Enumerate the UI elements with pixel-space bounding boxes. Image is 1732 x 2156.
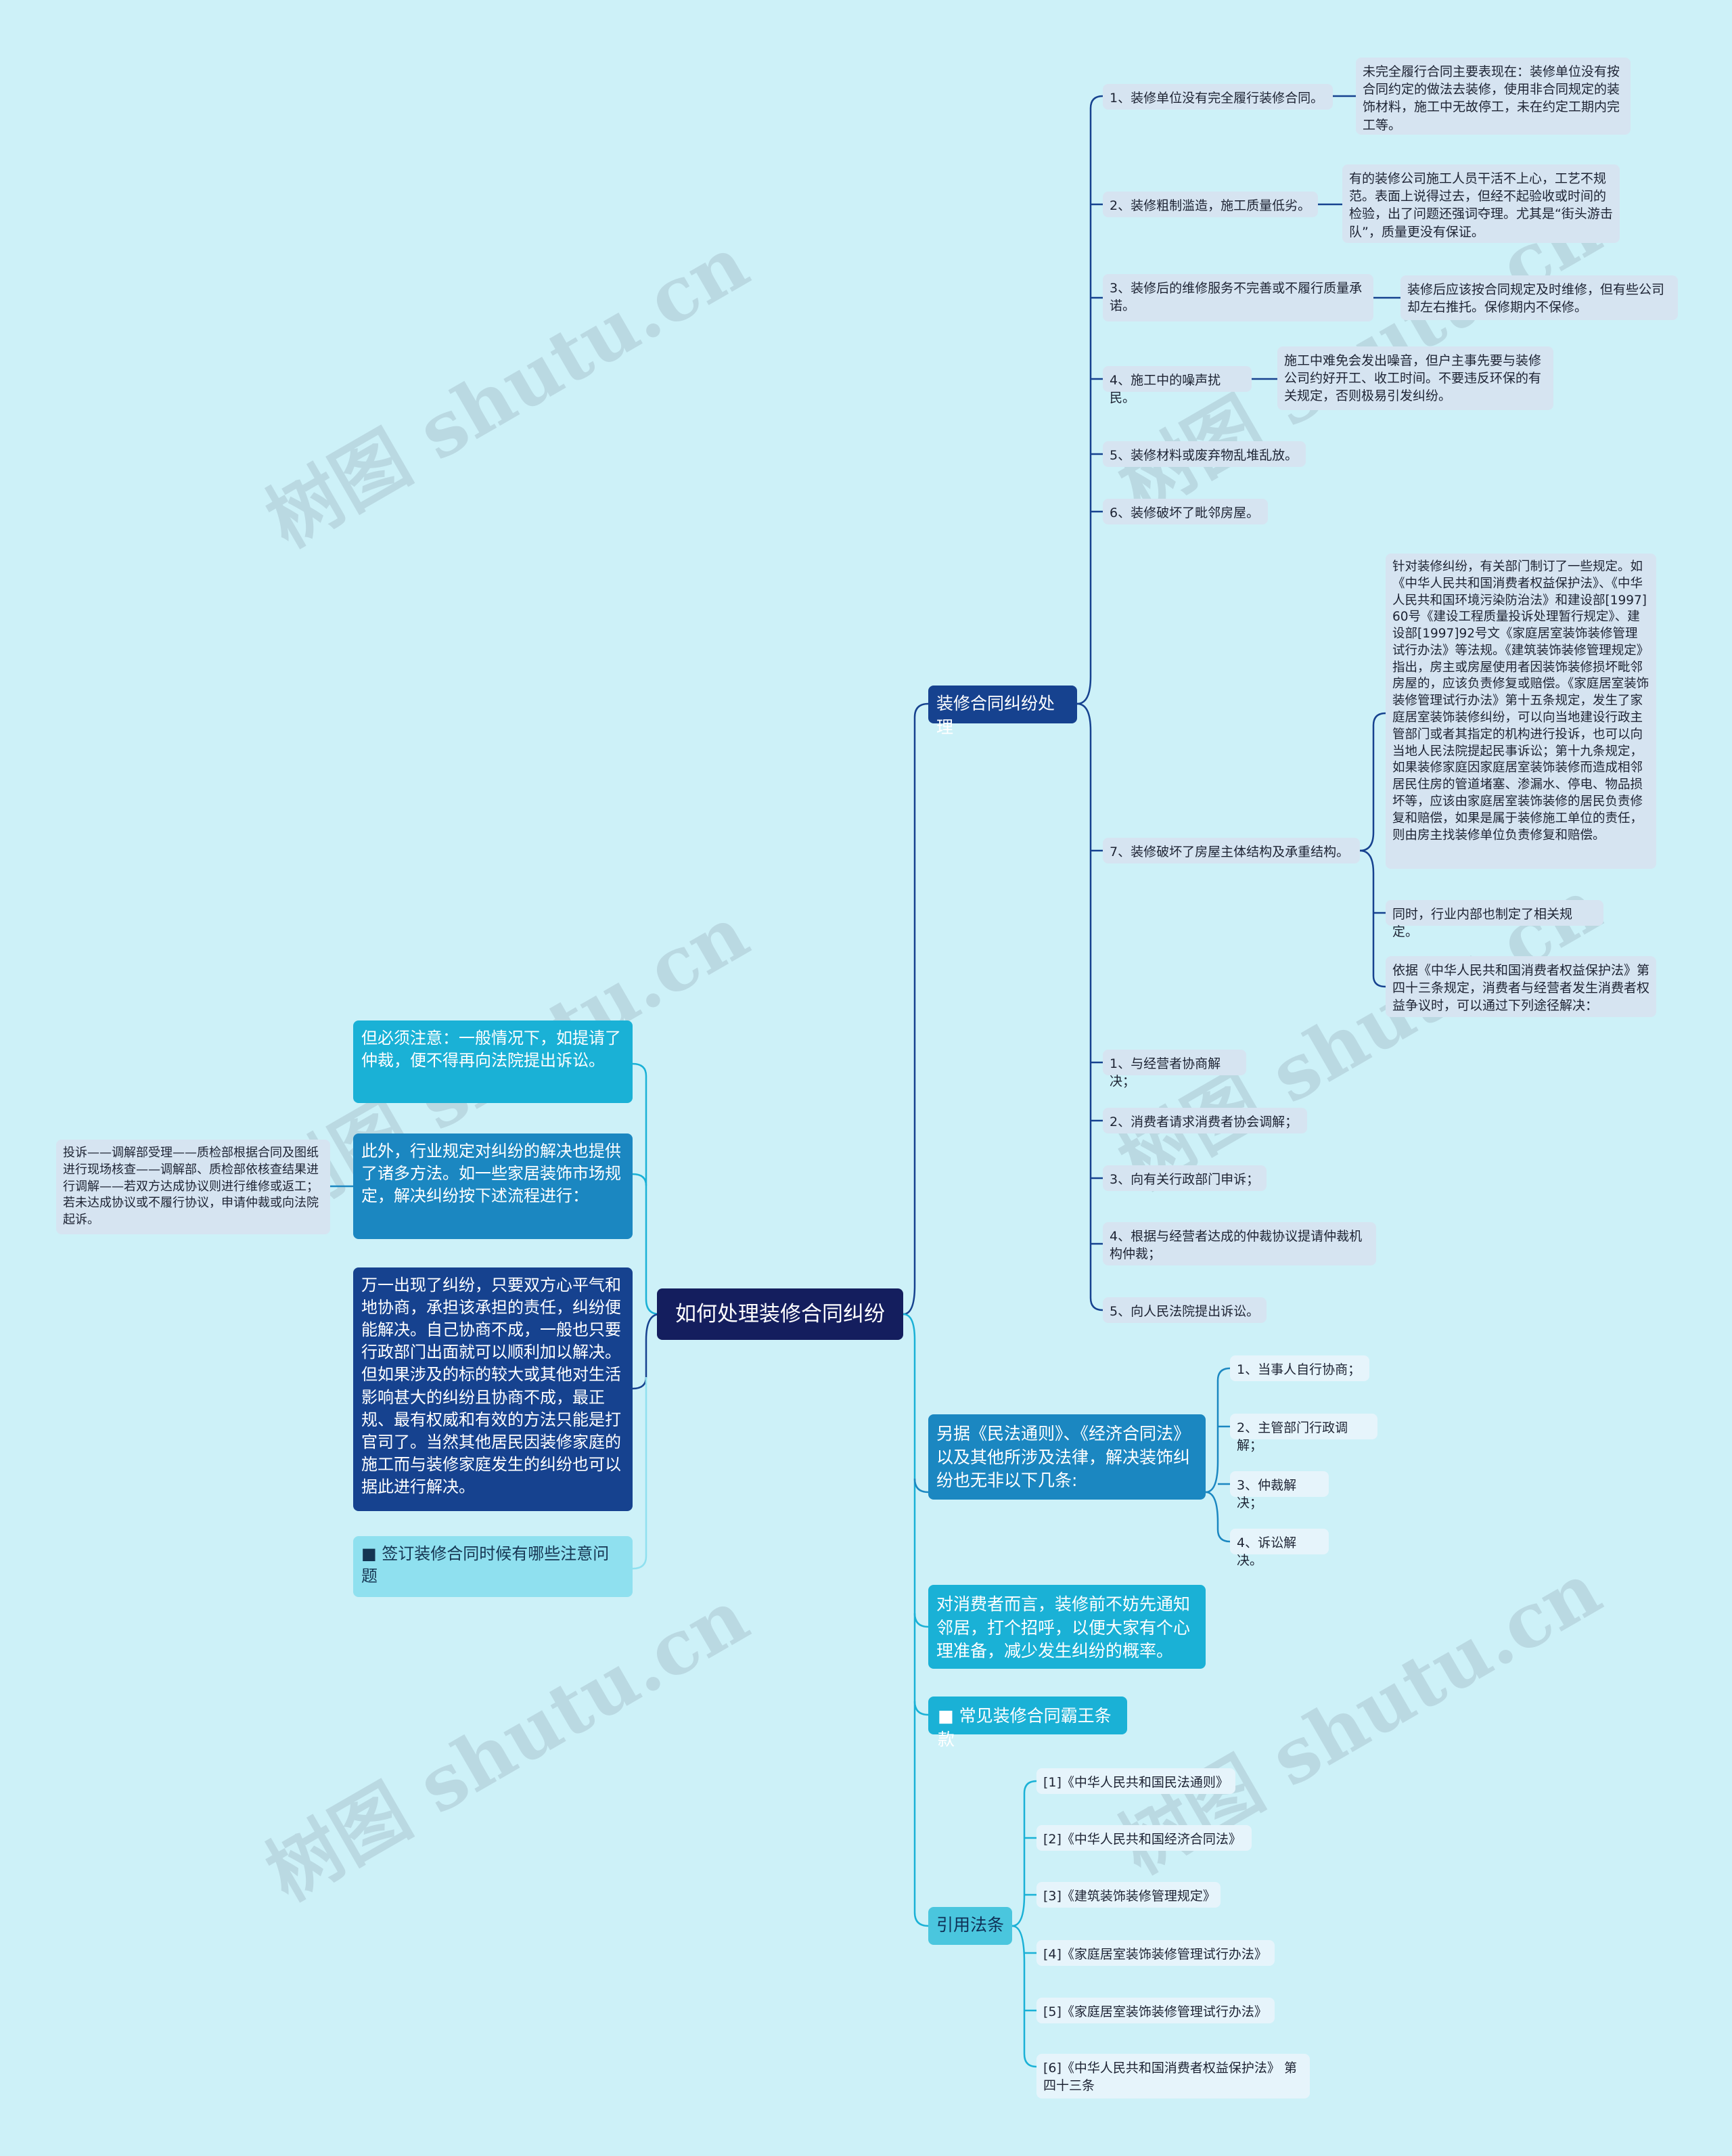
citation-item-5[interactable]: [5]《家庭居室装饰装修管理试行办法》 bbox=[1036, 1998, 1275, 2023]
dispute-item-10[interactable]: 3、向有关行政部门申诉； bbox=[1103, 1165, 1267, 1191]
citation-item-4[interactable]: [4]《家庭居室装饰装修管理试行办法》 bbox=[1036, 1940, 1275, 1966]
link-dispute-items bbox=[1076, 95, 1103, 705]
citation-item-6[interactable]: [6]《中华人民共和国消费者权益保护法》 第四十三条 bbox=[1036, 2054, 1310, 2098]
branch-overlord-clause[interactable]: ■ 常见装修合同霸王条款 bbox=[928, 1697, 1127, 1749]
dispute-item-5[interactable]: 5、装修材料或废弃物乱堆乱放。 bbox=[1103, 441, 1306, 467]
link-root-lower bbox=[903, 1313, 929, 1927]
civil-item-1[interactable]: 1、当事人自行协商； bbox=[1230, 1355, 1369, 1381]
link-root-left bbox=[632, 1062, 660, 1316]
dispute-detail-3[interactable]: 装修后应该按合同规定及时维修，但有些公司却左右推托。保修期内不保修。 bbox=[1400, 275, 1678, 320]
dispute-detail-4[interactable]: 施工中难免会发出噪音，但户主事先要与装修公司约好开工、收工时间。不要违反环保的有… bbox=[1277, 346, 1553, 410]
dispute-item-7[interactable]: 7、装修破坏了房屋主体结构及承重结构。 bbox=[1103, 838, 1360, 863]
civil-item-2[interactable]: 2、主管部门行政调解； bbox=[1230, 1414, 1377, 1453]
dispute-detail-1[interactable]: 未完全履行合同主要表现在：装修单位没有按合同约定的做法去装修，使用非合同规定的装… bbox=[1356, 58, 1631, 135]
root-topic[interactable]: 如何处理装修合同纠纷 bbox=[657, 1288, 903, 1340]
dispute-item-2[interactable]: 2、装修粗制滥造，施工质量低劣。 bbox=[1103, 192, 1318, 217]
left-industry-rules[interactable]: 此外，行业规定对纠纷的解决也提供了诸多方法。如一些家居装饰市场规定，解决纠纷按下… bbox=[353, 1133, 633, 1239]
dispute-item-12[interactable]: 5、向人民法院提出诉讼。 bbox=[1103, 1297, 1267, 1323]
branch-citations[interactable]: 引用法条 bbox=[928, 1907, 1012, 1945]
link-root-civil bbox=[913, 1478, 929, 1494]
bullet-icon: ■ bbox=[938, 1706, 959, 1726]
branch-consumer-tip[interactable]: 对消费者而言，装修前不妨先通知邻居，打个招呼，以便大家有个心理准备，减少发生纠纷… bbox=[928, 1585, 1206, 1669]
civil-item-3[interactable]: 3、仲裁解决； bbox=[1230, 1471, 1329, 1510]
left-arbitration-note[interactable]: 但必须注意：一般情况下，如提请了仲裁，便不得再向法院提出诉讼。 bbox=[353, 1020, 633, 1103]
citation-item-3[interactable]: [3]《建筑装饰装修管理规定》 bbox=[1036, 1882, 1221, 1908]
link-root-tip bbox=[913, 1613, 929, 1628]
link-left-signing bbox=[632, 1377, 647, 1570]
branch-dispute-handling[interactable]: 装修合同纠纷处理 bbox=[928, 686, 1077, 737]
civil-item-4[interactable]: 4、诉讼解决。 bbox=[1230, 1529, 1329, 1568]
dispute-item-4[interactable]: 4、施工中的噪声扰民。 bbox=[1103, 366, 1252, 405]
left-signing-notes-label: 签订装修合同时候有哪些注意问题 bbox=[361, 1544, 610, 1586]
branch-civil-law[interactable]: 另据《民法通则》、《经济合同法》以及其他所涉及法律，解决装饰纠纷也无非以下几条: bbox=[928, 1414, 1206, 1500]
dispute-detail-2[interactable]: 有的装修公司施工人员干活不上心，工艺不规范。表面上说得过去，但经不起验收或时间的… bbox=[1342, 164, 1620, 243]
dispute-item-6[interactable]: 6、装修破坏了毗邻房屋。 bbox=[1103, 499, 1268, 524]
left-negotiation[interactable]: 万一出现了纠纷，只要双方心平气和地协商，承担该承担的责任，纠纷便能解决。自己协商… bbox=[353, 1267, 633, 1511]
dispute-item-8[interactable]: 1、与经营者协商解决； bbox=[1103, 1050, 1246, 1089]
link-root-clause bbox=[913, 1701, 929, 1716]
left-industry-flow[interactable]: 投诉——调解部受理——质检部根据合同及图纸进行现场核查——调解部、质检部依核查结… bbox=[56, 1140, 330, 1234]
bullet-icon: ■ bbox=[361, 1544, 382, 1563]
citation-item-1[interactable]: [1]《中华人民共和国民法通则》 bbox=[1036, 1768, 1235, 1794]
link-citation-items bbox=[1011, 1780, 1037, 1927]
branch-overlord-clause-label: 常见装修合同霸王条款 bbox=[938, 1706, 1112, 1749]
dispute-detail-7-industry[interactable]: 同时，行业内部也制定了相关规定。 bbox=[1386, 900, 1603, 939]
dispute-detail-7-consumer-law[interactable]: 依据《中华人民共和国消费者权益保护法》第四十三条规定，消费者与经营者发生消费者权… bbox=[1386, 956, 1656, 1017]
left-signing-notes[interactable]: ■ 签订装修合同时候有哪些注意问题 bbox=[353, 1536, 633, 1597]
dispute-item-9[interactable]: 2、消费者请求消费者协会调解； bbox=[1103, 1108, 1307, 1133]
link-item7-details bbox=[1359, 712, 1386, 852]
dispute-item-11[interactable]: 4、根据与经营者达成的仲裁协议提请仲裁机构仲裁； bbox=[1103, 1222, 1376, 1265]
link-civil-items bbox=[1205, 1367, 1231, 1494]
link-left-negotiation bbox=[632, 1313, 660, 1390]
link-root-dispute bbox=[903, 702, 929, 1316]
dispute-detail-7-regulations[interactable]: 针对装修纠纷，有关部门制订了一些规定。如《中华人民共和国消费者权益保护法》、《中… bbox=[1386, 554, 1656, 869]
dispute-item-1[interactable]: 1、装修单位没有完全履行装修合同。 bbox=[1103, 84, 1333, 110]
dispute-item-3[interactable]: 3、装修后的维修服务不完善或不履行质量承诺。 bbox=[1103, 274, 1373, 321]
link-left-industry bbox=[632, 1173, 647, 1186]
citation-item-2[interactable]: [2]《中华人民共和国经济合同法》 bbox=[1036, 1825, 1252, 1851]
